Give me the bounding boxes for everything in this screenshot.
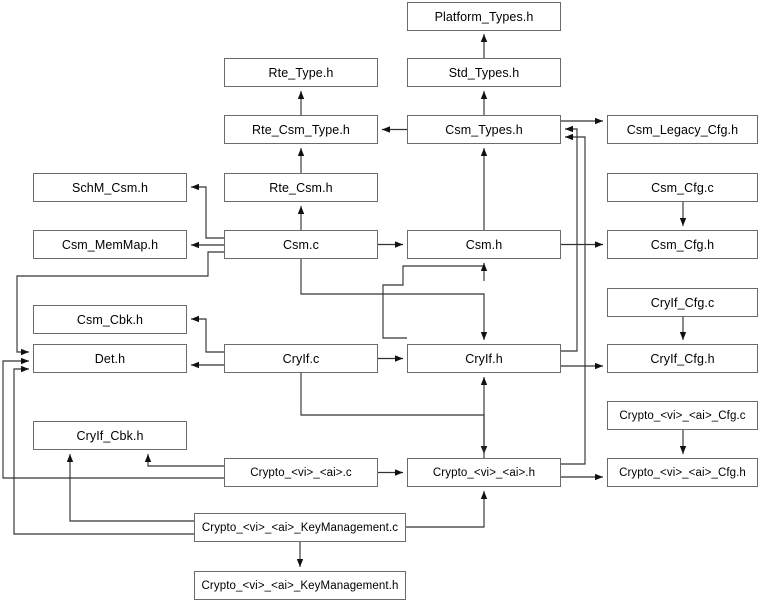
edge-csm_c-det [16, 251, 224, 356]
node-label: CryIf.c [282, 351, 320, 366]
edge-csm_c-cryif_h [300, 259, 488, 340]
node-cryif_c[interactable]: CryIf.c [224, 344, 378, 373]
node-cryif_cfg_c[interactable]: CryIf_Cfg.c [607, 288, 758, 317]
edge-crypto_km_c-det [13, 365, 194, 535]
edge-csm_c-schm_csm [191, 183, 224, 239]
node-label: Std_Types.h [448, 65, 520, 80]
node-label: Csm_Legacy_Cfg.h [626, 122, 739, 137]
node-csm_cfg_c[interactable]: Csm_Cfg.c [607, 173, 758, 202]
node-label: Csm_Types.h [445, 122, 523, 137]
node-label: Csm_Cbk.h [76, 312, 144, 327]
node-csm_c[interactable]: Csm.c [224, 230, 378, 259]
node-csm_h[interactable]: Csm.h [407, 230, 561, 259]
node-cryif_cfg_h[interactable]: CryIf_Cfg.h [607, 344, 758, 373]
node-label: Crypto_<vi>_<ai>_KeyManagement.c [201, 521, 399, 534]
node-cryif_cbk_h[interactable]: CryIf_Cbk.h [33, 421, 187, 450]
edge-crypto_c-cryif_cbk [144, 454, 224, 467]
node-label: Platform_Types.h [434, 9, 534, 24]
node-label: Csm_MemMap.h [61, 237, 159, 252]
edge-group [2, 34, 687, 567]
node-csm_cbk_h[interactable]: Csm_Cbk.h [33, 305, 187, 334]
edge-crypto_km_c-crypto_h [406, 491, 488, 528]
node-csm_types_h[interactable]: Csm_Types.h [407, 115, 561, 144]
node-crypto_km_c[interactable]: Crypto_<vi>_<ai>_KeyManagement.c [194, 513, 406, 542]
node-label: Crypto_<vi>_<ai>.h [432, 466, 536, 479]
node-label: Csm.h [465, 237, 503, 252]
node-label: Crypto_<vi>_<ai>_Cfg.c [619, 409, 746, 422]
node-rte_type_h[interactable]: Rte_Type.h [224, 58, 378, 87]
node-label: CryIf_Cfg.h [650, 351, 715, 366]
node-std_types_h[interactable]: Std_Types.h [407, 58, 561, 87]
node-label: Csm_Cfg.h [650, 237, 715, 252]
node-label: Rte_Csm.h [269, 180, 333, 195]
node-label: CryIf_Cfg.c [650, 295, 715, 310]
node-label: Csm.c [283, 237, 319, 252]
node-csm_legacy_cfg_h[interactable]: Csm_Legacy_Cfg.h [607, 115, 758, 144]
node-rte_csm_type_h[interactable]: Rte_Csm_Type.h [224, 115, 378, 144]
node-crypto_cfg_h[interactable]: Crypto_<vi>_<ai>_Cfg.h [607, 458, 758, 487]
node-det_h[interactable]: Det.h [33, 344, 187, 373]
edge-cryif_h-csm_h [382, 263, 485, 339]
node-label: Crypto_<vi>_<ai>_Cfg.h [619, 466, 746, 479]
edge-crypto_c-det [2, 357, 224, 479]
node-label: SchM_Csm.h [71, 180, 149, 195]
edge-crypto_h-csm_types [561, 133, 586, 465]
node-label: Csm_Cfg.c [651, 180, 714, 195]
node-label: Rte_Csm_Type.h [252, 122, 350, 137]
node-label: Crypto_<vi>_<ai>.c [250, 466, 352, 479]
node-label: Rte_Type.h [268, 65, 334, 80]
edge-crypto_km_c-cryif_cbk [66, 454, 194, 522]
node-rte_csm_h[interactable]: Rte_Csm.h [224, 173, 378, 202]
node-label: Crypto_<vi>_<ai>_KeyManagement.h [201, 579, 399, 592]
node-label: CryIf.h [465, 351, 503, 366]
node-crypto_cfg_c[interactable]: Crypto_<vi>_<ai>_Cfg.c [607, 401, 758, 430]
node-crypto_h[interactable]: Crypto_<vi>_<ai>.h [407, 458, 561, 487]
node-platform_types_h[interactable]: Platform_Types.h [407, 2, 561, 31]
node-cryif_h[interactable]: CryIf.h [407, 344, 561, 373]
edge-cryif_h-csm_types [561, 125, 578, 352]
node-crypto_c[interactable]: Crypto_<vi>_<ai>.c [224, 458, 378, 487]
node-csm_memmap_h[interactable]: Csm_MemMap.h [33, 230, 187, 259]
edge-cryif_c-crypto_h [300, 373, 488, 454]
node-crypto_km_h[interactable]: Crypto_<vi>_<ai>_KeyManagement.h [194, 571, 406, 600]
edge-cryif_c-csm_cbk [191, 315, 224, 353]
node-csm_cfg_h[interactable]: Csm_Cfg.h [607, 230, 758, 259]
node-label: CryIf_Cbk.h [76, 428, 144, 443]
node-schm_csm_h[interactable]: SchM_Csm.h [33, 173, 187, 202]
node-label: Det.h [94, 351, 126, 366]
